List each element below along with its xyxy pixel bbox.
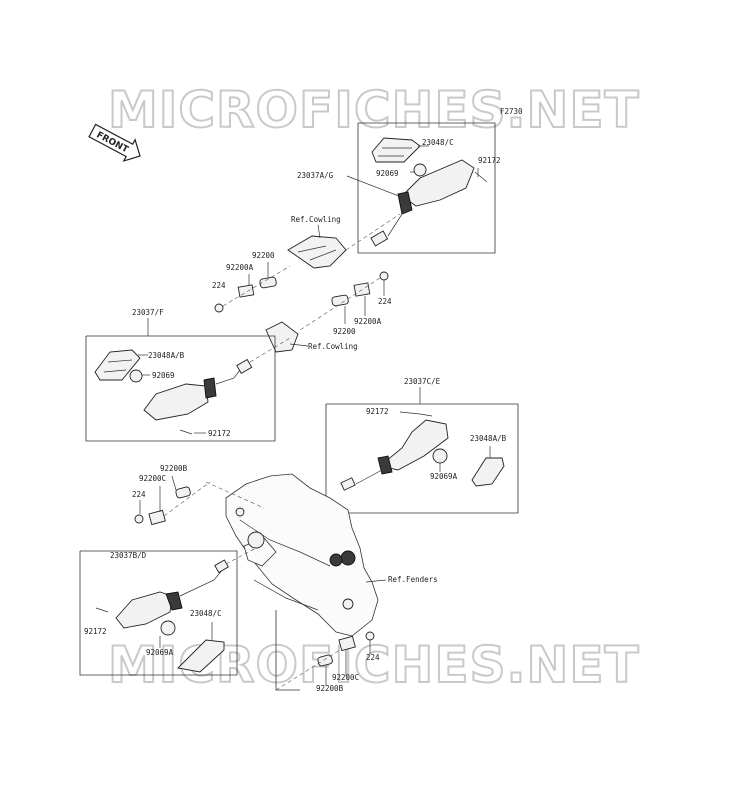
signal-housing-right bbox=[378, 419, 449, 471]
label-92200-ul: 92200 bbox=[252, 251, 275, 260]
label-23037ag: 23037A/G bbox=[297, 171, 334, 180]
label-92069a-right: 92069A bbox=[430, 472, 458, 481]
label-23037f: 23037/F bbox=[132, 308, 164, 317]
label-224-ur: 224 bbox=[378, 297, 392, 306]
label-92069-top: 92069 bbox=[376, 169, 399, 178]
bulb-92069 bbox=[413, 163, 427, 177]
label-92172-top: 92172 bbox=[478, 156, 501, 165]
lens-23048ab-right bbox=[471, 457, 505, 487]
rear-left-signal-group bbox=[79, 547, 257, 676]
lens-23048ab bbox=[94, 349, 141, 381]
label-92200c-rr: 92200C bbox=[332, 673, 359, 682]
label-ref-cowling-upper: Ref.Cowling bbox=[291, 215, 341, 224]
label-92200b-rl: 92200B bbox=[160, 464, 188, 473]
watermark-bottom: MICROFICHES.NET bbox=[108, 636, 640, 694]
label-92172-right: 92172 bbox=[366, 407, 389, 416]
label-92200a-ur: 92200A bbox=[354, 317, 382, 326]
label-92172-rear: 92172 bbox=[84, 627, 107, 636]
label-92069-left: 92069 bbox=[152, 371, 175, 380]
label-92200c-rl: 92200C bbox=[139, 474, 166, 483]
watermark-top: MICROFICHES.NET bbox=[108, 81, 640, 139]
label-ref-cowling-lower: Ref.Cowling bbox=[308, 342, 358, 351]
label-224-rr: 224 bbox=[366, 653, 380, 662]
label-92200b-rr: 92200B bbox=[316, 684, 344, 693]
signal-housing-left bbox=[143, 383, 209, 421]
label-23048c-top: 23048/C bbox=[422, 138, 454, 147]
front-right-signal-group bbox=[346, 122, 496, 254]
label-23048c-rear: 23048/C bbox=[190, 609, 222, 618]
label-224-ul: 224 bbox=[212, 281, 226, 290]
cowling-bracket-lower bbox=[265, 321, 309, 353]
rear-right-signal-group bbox=[325, 403, 519, 514]
lens-23048c-rear bbox=[177, 639, 225, 673]
brackets-rear-left bbox=[134, 475, 211, 526]
bulb-92069a-rear bbox=[160, 620, 176, 636]
signal-housing bbox=[401, 159, 475, 207]
label-23048ab-right: 23048A/B bbox=[470, 434, 507, 443]
label-92200a-ul: 92200A bbox=[226, 263, 254, 272]
label-23037bd: 23037B/D bbox=[110, 551, 147, 560]
brackets-upper-left bbox=[214, 262, 291, 313]
rear-fender bbox=[205, 473, 387, 637]
brackets-upper-right bbox=[299, 271, 389, 331]
bulb-92069a-right bbox=[432, 448, 448, 464]
label-23048ab-left: 23048A/B bbox=[148, 351, 185, 360]
front-left-signal-group bbox=[85, 335, 291, 442]
cowling-bracket-upper bbox=[287, 213, 401, 269]
label-92200-ur: 92200 bbox=[333, 327, 356, 336]
brackets-rear-right bbox=[275, 610, 375, 691]
label-23037ce: 23037C/E bbox=[404, 377, 441, 386]
lens-23048c bbox=[371, 137, 421, 163]
label-92069a-rear: 92069A bbox=[146, 648, 174, 657]
label-ref-fenders: Ref.Fenders bbox=[388, 575, 438, 584]
label-224-rl: 224 bbox=[132, 490, 146, 499]
bulb-92069-left bbox=[129, 369, 143, 383]
figure-code: F2730 bbox=[500, 107, 523, 116]
label-92172-left: 92172 bbox=[208, 429, 231, 438]
